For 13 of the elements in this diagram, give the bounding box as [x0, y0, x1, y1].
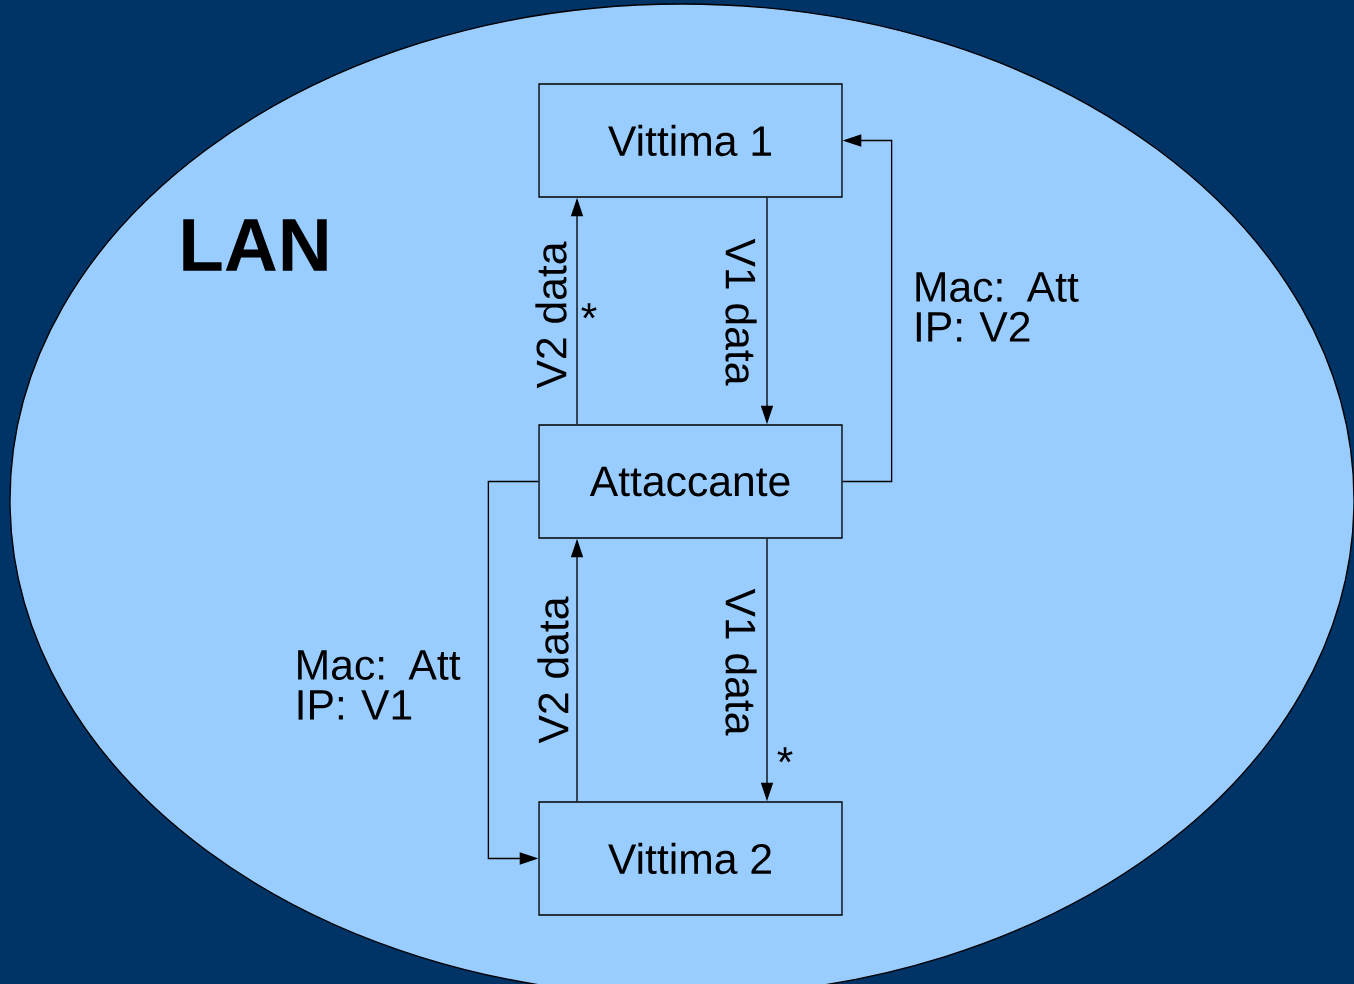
- asterisk-mark: *: [777, 747, 793, 763]
- edge-label: V1 data: [724, 237, 758, 387]
- process-box: Vittima 1: [538, 83, 843, 198]
- asterisk-mark: *: [581, 303, 597, 319]
- edge-label: Mac: Att IP: V2: [916, 272, 1079, 342]
- edge-label: V2 data: [536, 595, 570, 745]
- process-box: Vittima 2: [538, 801, 843, 916]
- edge-label: Mac: Att IP: V1: [298, 650, 461, 720]
- process-box: Attaccante: [538, 424, 843, 539]
- edge-label: V2 data: [534, 240, 568, 390]
- arrow: [841, 134, 893, 483]
- edge-label: V1 data: [724, 587, 758, 737]
- arrow: [487, 480, 540, 865]
